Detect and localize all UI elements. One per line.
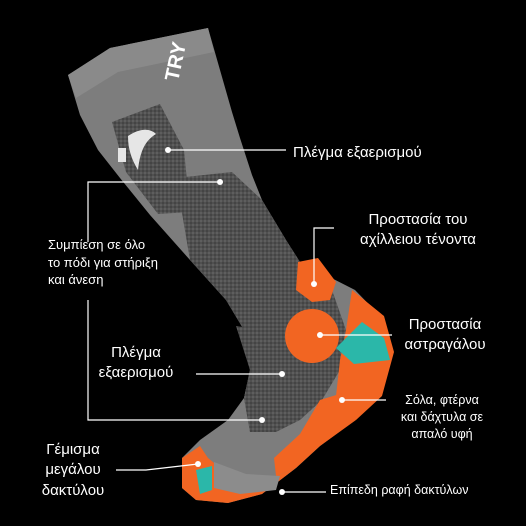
label-mesh-top-text: Πλέγμα εξαερισμού [293,144,422,161]
label-big-toe-line3: δακτύλου [41,481,105,499]
brand-swoosh-icon [128,129,156,170]
label-achilles: Προστασία του αχίλλειου τένοντα [338,210,498,251]
label-mesh-mid-line1: Πλέγμα [111,344,161,361]
label-big-toe-line2: μεγάλου [45,461,101,479]
ankle-pad [285,309,339,363]
leader-compression [87,181,220,242]
label-big-toe: Γέμισμα μεγάλου δακτύλου [30,440,116,501]
label-flat-seam: Επίπεδη ραφή δακτύλων [330,482,468,499]
heel-teal-accent [336,322,390,364]
label-mesh-top: Πλέγμα εξαερισμού [293,143,422,163]
label-sole-line1: Σόλα, φτέρνα [405,393,479,407]
label-compression-line3: και άνεση [48,272,104,288]
label-compression: Συμπίεση σε όλο το πόδι για στήριξη και … [48,236,158,289]
leg-knit-zone [176,172,346,432]
mesh-panel-lower [236,326,278,432]
label-mesh-mid-line2: εξαερισμού [98,364,174,382]
leader-lines [87,149,392,493]
brand-notch [118,148,126,162]
label-ankle-line2: αστραγάλου [404,336,486,354]
sole-pad [274,392,356,476]
label-mesh-mid: Πλέγμα εξαερισμού [86,343,186,384]
leader-dots [165,147,345,495]
leader-bigtoe [116,463,199,471]
label-achilles-line1: Προστασία του [368,211,468,228]
toe-seam [214,462,280,494]
label-achilles-line2: αχίλλειου τένοντα [360,231,476,249]
achilles-pad [296,258,336,302]
label-big-toe-line1: Γέμισμα [46,441,100,458]
mesh-panel-upper [112,104,190,214]
label-ankle-line1: Προστασία [408,316,482,333]
label-compression-line2: το πόδι για στήριξη [48,254,158,270]
leader-compression-bottom [87,300,262,421]
label-sole-line2: και δάχτυλα σε [400,409,484,424]
label-ankle: Προστασία αστραγάλου [395,315,495,356]
leader-achilles [313,227,334,284]
label-compression-line1: Συμπίεση σε όλο [48,237,146,252]
label-flat-seam-text: Επίπεδη ραφή δακτύλων [330,483,469,497]
label-sole: Σόλα, φτέρνα και δάχτυλα σε απαλό υφή [388,392,496,443]
big-toe-teal [196,466,212,494]
sock-cuff [68,28,214,98]
label-sole-line3: απαλό υφή [411,426,473,441]
